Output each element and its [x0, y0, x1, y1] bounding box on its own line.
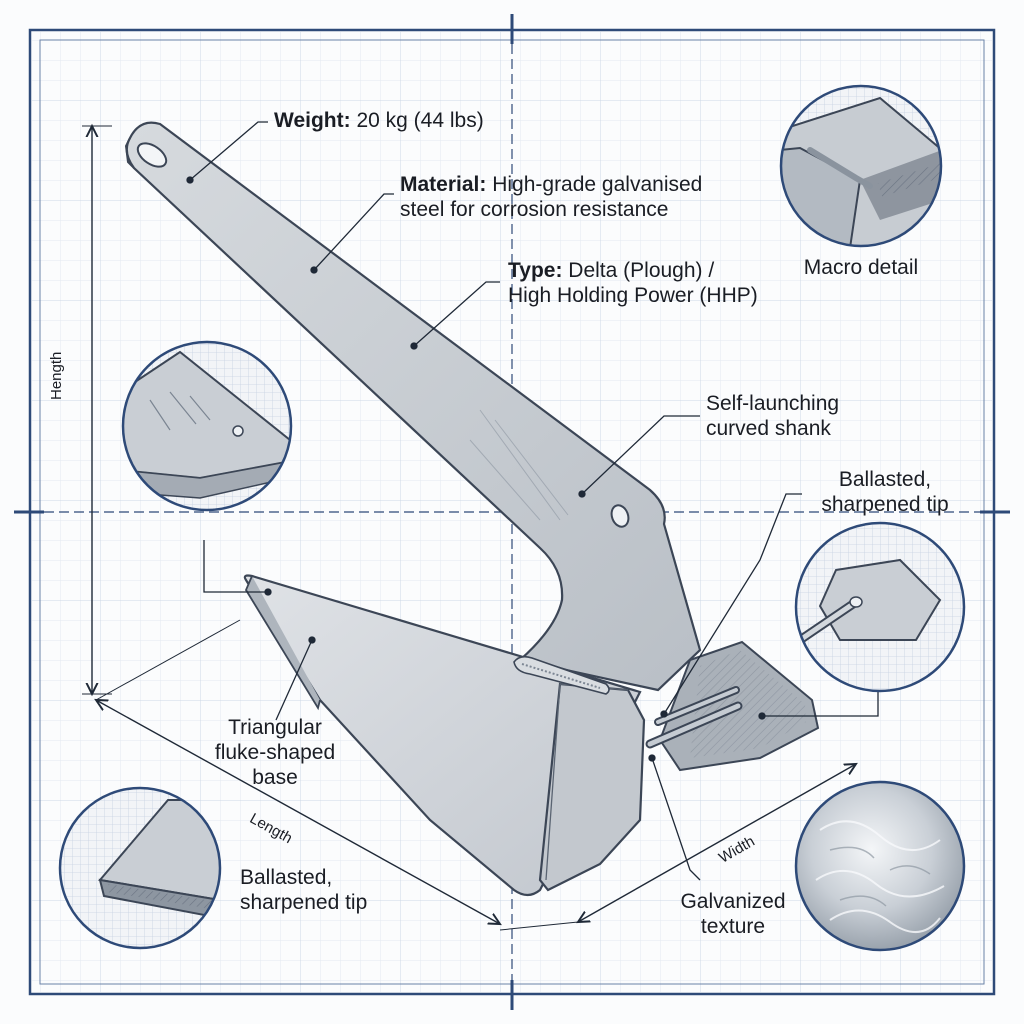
- type-value-line2: High Holding Power (HHP): [508, 284, 758, 307]
- magnifier-inset-tip-ballast: [794, 521, 966, 693]
- shank-top-hole: [136, 142, 168, 168]
- tip-right-callout-line2: sharpened tip: [821, 493, 949, 516]
- type-spec: Type: Delta (Plough) /: [508, 259, 714, 283]
- leader-lines: [186, 121, 879, 881]
- material-label: Material:: [400, 173, 487, 196]
- macro-detail-caption: Macro detail: [803, 256, 919, 279]
- fluke-callout-line3: base: [252, 766, 298, 789]
- shank-pivot-hole: [610, 504, 630, 528]
- tip-left-callout-line1: Ballasted,: [240, 866, 333, 889]
- weight-spec: Weight: 20 kg (44 lbs): [274, 109, 484, 133]
- weight-value: 20 kg (44 lbs): [356, 109, 484, 132]
- tip-left-callout-line2: sharpened tip: [240, 891, 368, 914]
- shank-callout-line1: Self-launching: [706, 392, 840, 415]
- magnifier-inset-galvanized-texture: [794, 780, 966, 952]
- length-dimension-line: [96, 700, 500, 924]
- shank-callout-line2: curved shank: [706, 417, 831, 440]
- fluke-callout-line2: fluke-shaped: [214, 741, 336, 764]
- type-label: Type:: [508, 259, 563, 282]
- material-value-line2: steel for corrosion resistance: [400, 198, 669, 221]
- material-spec: Material: High-grade galvanised: [400, 173, 702, 197]
- magnifier-inset-blade-edge: [58, 786, 222, 950]
- material-value-line1: High-grade galvanised: [492, 173, 703, 196]
- galvanized-callout-line2: texture: [700, 915, 766, 938]
- height-dimension-label: Hength: [48, 351, 65, 400]
- magnifier-inset-shank-hole: [121, 340, 293, 512]
- tip-right-callout-line1: Ballasted,: [838, 468, 932, 491]
- magnifier-inset-macro-detail: [779, 84, 943, 248]
- fluke-callout-line1: Triangular: [228, 716, 322, 739]
- type-value-line1: Delta (Plough) /: [568, 259, 715, 282]
- weight-label: Weight:: [274, 109, 351, 132]
- width-dimension-line: [578, 764, 856, 922]
- galvanized-callout-line1: Galvanized: [680, 890, 786, 913]
- dimension-lines: [82, 126, 856, 931]
